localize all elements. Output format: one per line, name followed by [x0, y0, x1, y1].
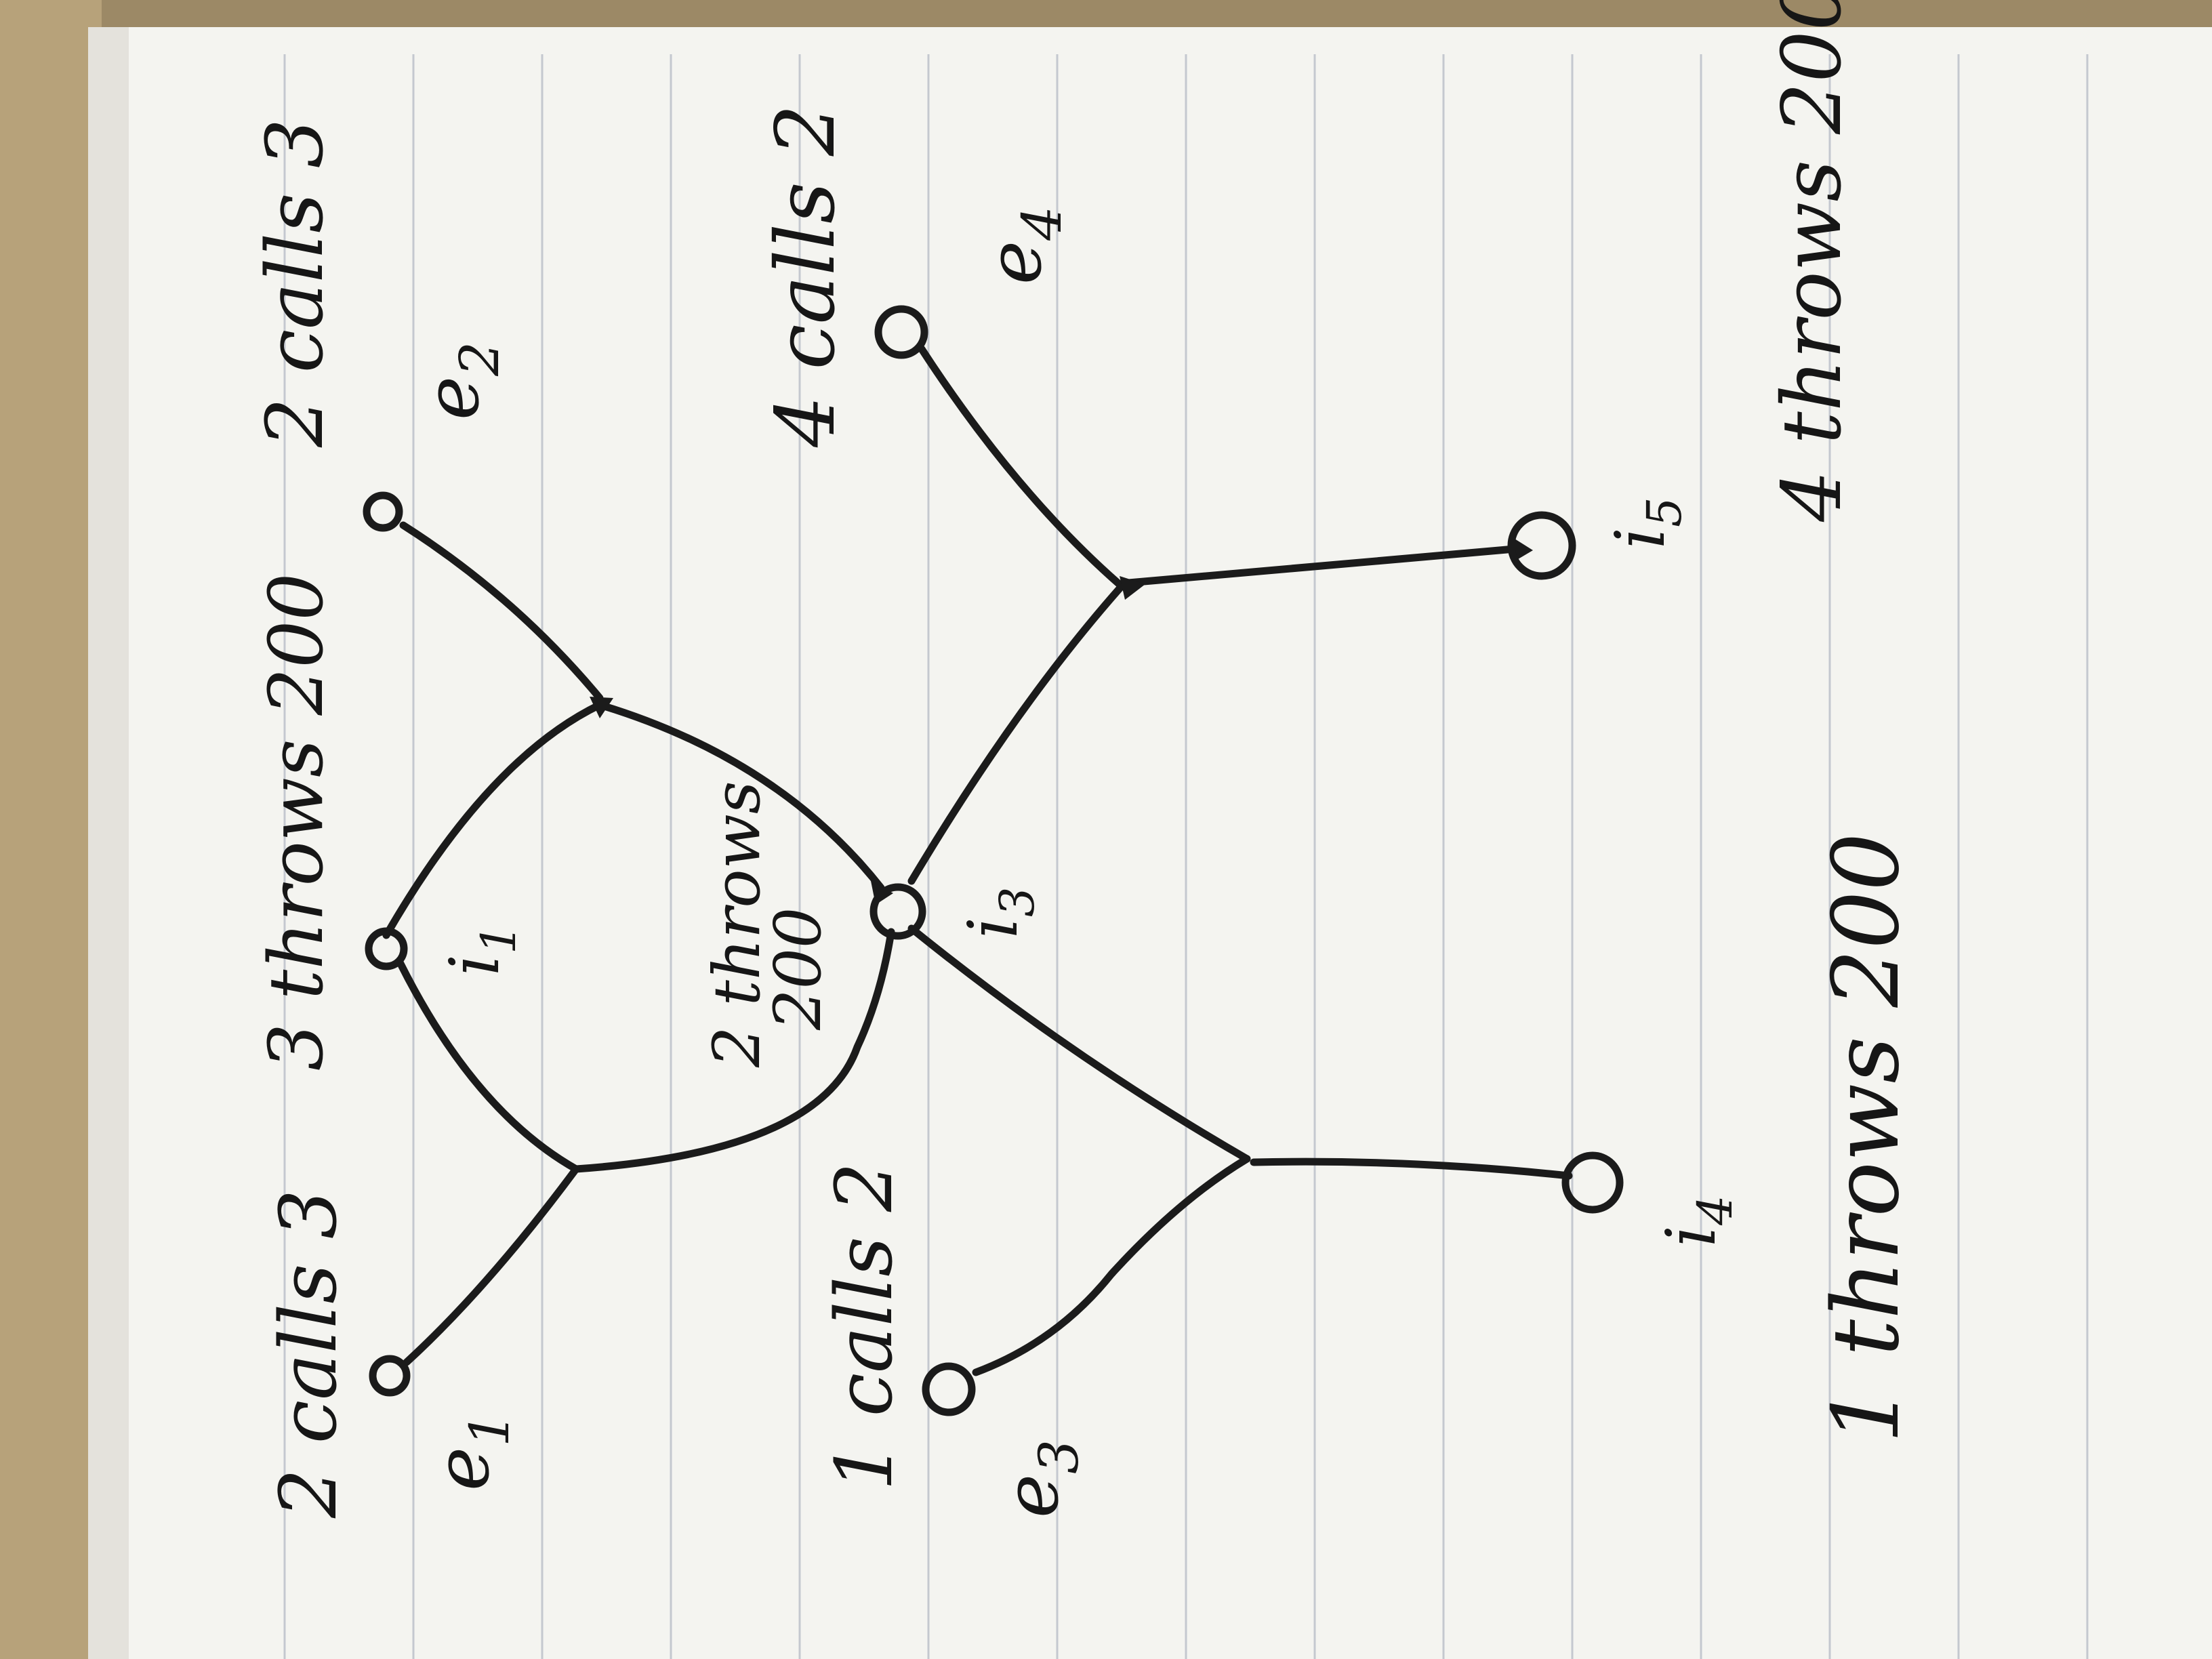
node-i1 — [365, 927, 408, 970]
label-i5: i5 — [1601, 497, 1692, 549]
node-e1 — [369, 1355, 411, 1397]
arrowhead-i5 — [1515, 539, 1533, 561]
annotation-e4: 4 calls 2 — [759, 104, 853, 448]
edge-i4-to-junction-c — [1250, 1158, 1573, 1180]
label-e2: e2 — [409, 342, 511, 420]
label-e3: e3 — [988, 1439, 1090, 1518]
desk-edge — [0, 0, 102, 1659]
edge-e2-to-junction-b — [399, 521, 604, 702]
label-e1: e1 — [419, 1412, 521, 1491]
annotation-e1: 2 calls 3 — [264, 1189, 354, 1519]
annotation-i1: 3 throws 200 — [253, 573, 340, 1071]
node-e2 — [363, 491, 403, 532]
node-i3 — [869, 883, 926, 940]
node-i4 — [1561, 1151, 1624, 1214]
ruled-lines — [283, 54, 2089, 1659]
annotation-e2: 2 calls 3 — [250, 119, 341, 448]
node-labels: e1 e2 e3 e4 i1 i3 i4 i5 — [409, 206, 1743, 1518]
annotation-e3: 1 calls 2 — [819, 1162, 910, 1491]
annotation-i3-line1: 2 throws — [700, 781, 775, 1068]
edge-e3-to-junction-c — [972, 1155, 1251, 1376]
graph-nodes — [363, 305, 1624, 1416]
annotation-i3-line2: 200 — [761, 907, 836, 1031]
edge-i1-to-junction-b — [382, 701, 604, 939]
label-e4: e4 — [971, 206, 1073, 285]
label-i4: i4 — [1652, 1195, 1743, 1247]
annotation-i5: 4 throws 200 — [1765, 0, 1860, 523]
node-i5 — [1507, 511, 1576, 580]
graph-edges — [382, 345, 1573, 1376]
edge-i3-to-junction-c — [907, 924, 1251, 1163]
edge-junction-d-to-e4 — [918, 345, 1126, 590]
node-e3 — [922, 1362, 976, 1416]
label-i3: i3 — [954, 886, 1045, 939]
edge-junction-a-to-i3 — [572, 928, 895, 1173]
node-e4 — [874, 305, 928, 359]
annotation-i4: 1 throws 200 — [1813, 833, 1919, 1443]
edge-junction-b-to-i3 — [596, 701, 885, 892]
edge-i3-to-junction-d — [907, 582, 1126, 885]
edge-e1-to-junction-a — [403, 1165, 580, 1366]
edge-i5-to-junction-d — [1124, 545, 1519, 587]
arrowhead-junction-d — [1120, 576, 1145, 600]
arrowhead-junction-b — [590, 697, 613, 718]
edge-junction-a-to-i1 — [396, 958, 580, 1173]
annotations: 2 calls 3 2 calls 3 1 calls 2 4 calls 2 … — [250, 0, 1919, 1519]
label-i1: i1 — [435, 924, 527, 976]
